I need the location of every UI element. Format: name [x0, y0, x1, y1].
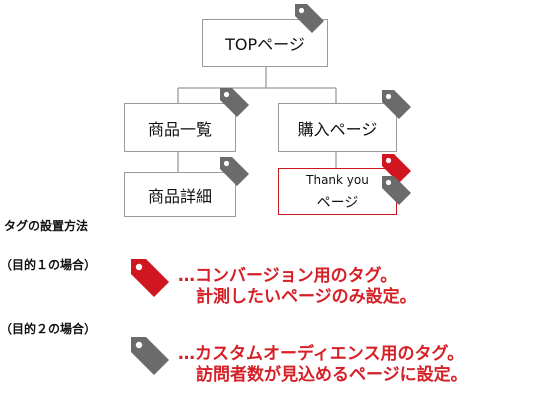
section-heading: タグの設置方法 [4, 219, 89, 233]
purchase-page-label: 購入ページ [297, 119, 378, 139]
thank-you-label-line1: Thank you [306, 172, 369, 187]
price-tag-icon [220, 88, 249, 117]
price-tag-icon [131, 259, 169, 297]
case1-description: …コンバージョン用のタグ。 計測したいページのみ設定。 [178, 266, 417, 308]
product-list-node: 商品一覧 [124, 103, 236, 152]
product-detail-label: 商品詳細 [147, 186, 212, 206]
price-tag-icon [220, 157, 249, 186]
case2-label: （目的２の場合） [0, 322, 97, 336]
purchase-page-node: 購入ページ [278, 103, 397, 152]
price-tag-icon [131, 337, 169, 375]
case1-label: （目的１の場合） [0, 258, 97, 272]
price-tag-icon [295, 4, 324, 33]
case2-description: …カスタムオーディエンス用のタグ。 訪問者数が見込めるページに設定。 [178, 344, 468, 386]
product-list-label: 商品一覧 [147, 119, 212, 139]
case2-line2: 訪問者数が見込めるページに設定。 [196, 365, 468, 385]
thank-you-label-line2: ページ [316, 194, 359, 211]
price-tag-icon [382, 176, 411, 205]
case1-line2: 計測したいページのみ設定。 [196, 287, 417, 307]
top-page-node: TOPページ [202, 19, 328, 67]
thank-you-page-node: Thank you ページ [278, 168, 397, 215]
case1-line1: …コンバージョン用のタグ。 [178, 266, 398, 286]
price-tag-icon [382, 154, 411, 183]
case2-line1: …カスタムオーディエンス用のタグ。 [178, 344, 465, 364]
top-page-label: TOPページ [225, 35, 305, 54]
price-tag-icon [382, 90, 411, 119]
product-detail-node: 商品詳細 [124, 172, 236, 217]
